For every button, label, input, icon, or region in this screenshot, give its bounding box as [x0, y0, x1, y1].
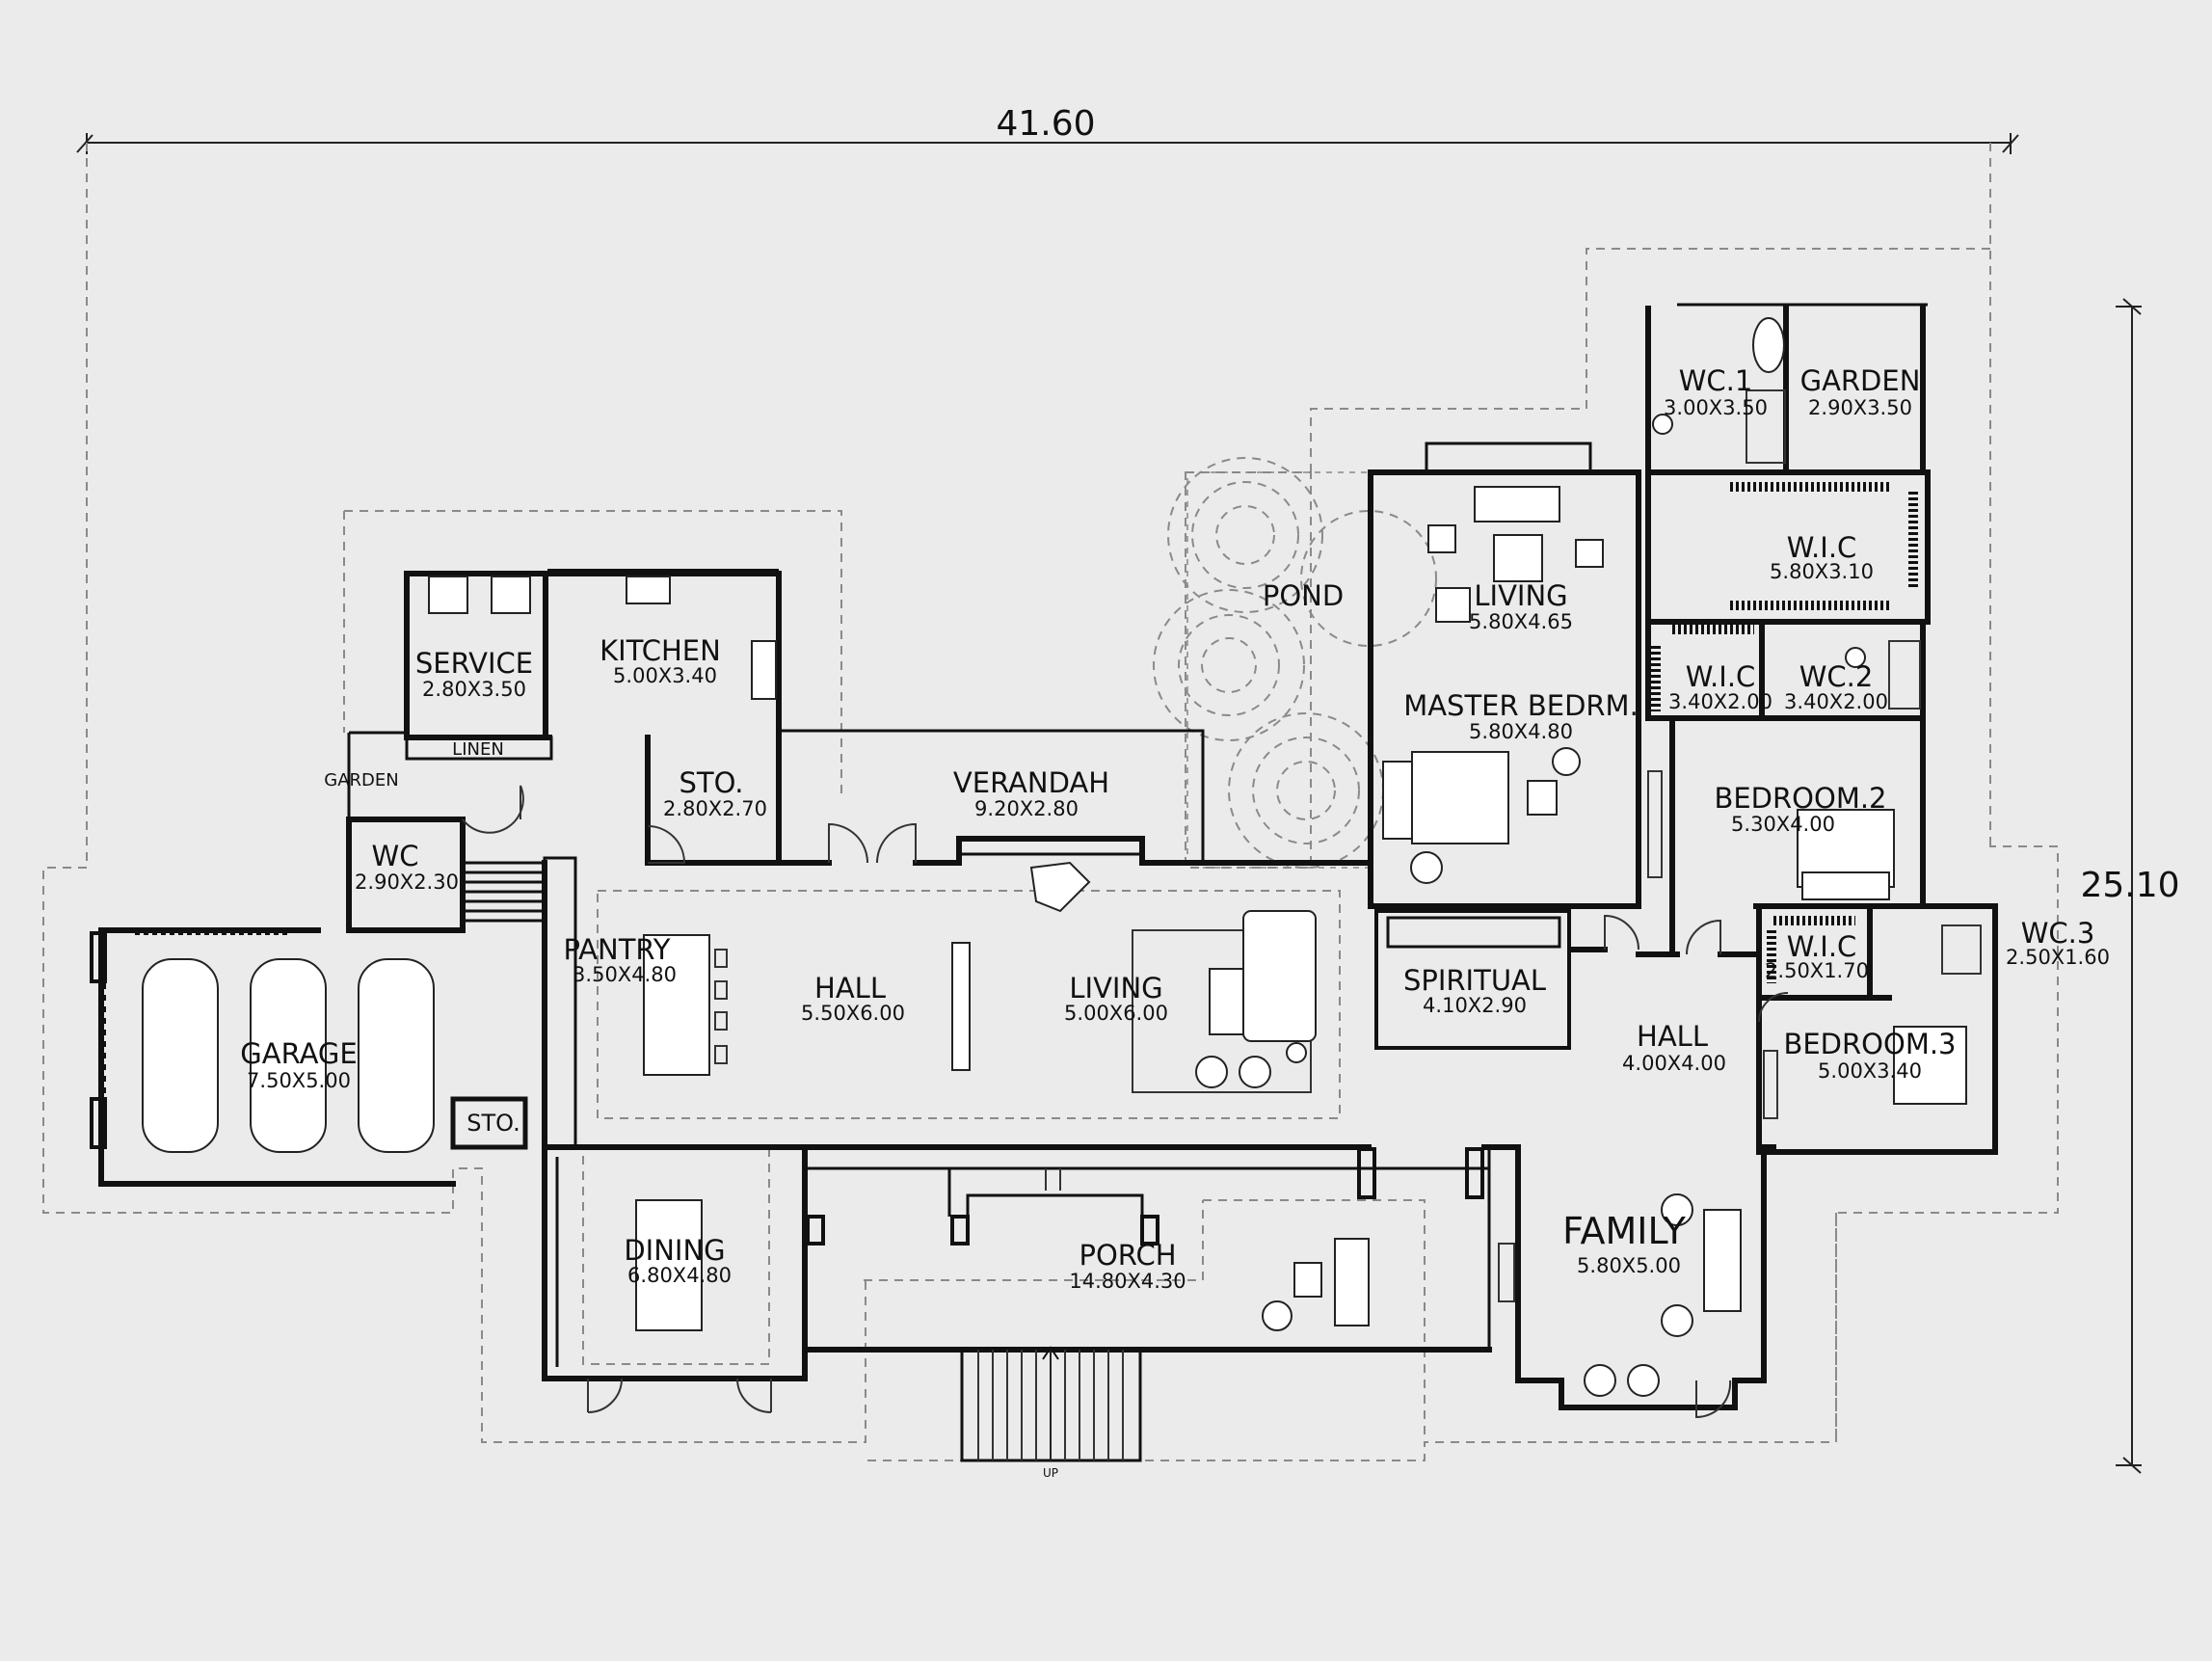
- service-name: SERVICE: [415, 647, 533, 680]
- hall1-name: HALL: [814, 972, 886, 1005]
- wc-name: WC: [372, 840, 419, 872]
- spiritual-name: SPIRITUAL: [1403, 964, 1546, 997]
- garden1-size: 2.90X3.50: [1808, 396, 1912, 419]
- wc2-name: WC.2: [1799, 660, 1874, 693]
- family-size: 5.80X5.00: [1577, 1254, 1681, 1277]
- dimension-width: 41.60: [76, 104, 2019, 154]
- bedroom3-size: 5.00X3.40: [1818, 1059, 1922, 1083]
- master-size: 5.80X4.80: [1469, 720, 1573, 743]
- wc1-name: WC.1: [1679, 364, 1753, 397]
- pantry-size: 3.50X4.80: [573, 963, 677, 986]
- dimension-width-label: 41.60: [996, 104, 1095, 144]
- wic1-name: W.I.C: [1787, 531, 1857, 564]
- wic1-size: 5.80X3.10: [1770, 560, 1874, 583]
- wc3-name: WC.3: [2021, 917, 2095, 950]
- sto1-name: STO.: [680, 766, 744, 799]
- living-master-size: 5.80X4.65: [1469, 610, 1573, 633]
- dimension-depth: 25.10: [2080, 298, 2180, 1474]
- garden2-name: GARDEN: [324, 770, 398, 790]
- front-steps: UP: [960, 1346, 1142, 1480]
- spiritual-size: 4.10X2.90: [1423, 994, 1527, 1017]
- bedroom2-size: 5.30X4.00: [1731, 813, 1835, 836]
- service-size: 2.80X3.50: [422, 678, 526, 701]
- dining-size: 6.80X4.80: [627, 1264, 732, 1287]
- hall1-size: 5.50X6.00: [801, 1002, 905, 1025]
- verandah-name: VERANDAH: [953, 766, 1109, 799]
- wc1-size: 3.00X3.50: [1664, 396, 1768, 419]
- wc-size: 2.90X2.30: [355, 871, 459, 894]
- walls: UP: [90, 303, 1998, 1480]
- wic2-name: W.I.C: [1686, 660, 1756, 693]
- sto1-size: 2.80X2.70: [663, 797, 767, 820]
- porch-size: 14.80X4.30: [1069, 1270, 1186, 1293]
- pond-label: POND: [1263, 579, 1344, 612]
- dining-name: DINING: [624, 1234, 725, 1267]
- family-name: FAMILY: [1562, 1210, 1686, 1252]
- pantry-name: PANTRY: [564, 933, 671, 966]
- living-size: 5.00X6.00: [1064, 1002, 1168, 1025]
- verandah-size: 9.20X2.80: [974, 797, 1079, 820]
- bedroom3-name: BEDROOM.3: [1783, 1028, 1956, 1060]
- hall2-size: 4.00X4.00: [1622, 1052, 1726, 1075]
- furniture: [142, 317, 1982, 1397]
- wic2-size: 3.40X2.00: [1668, 690, 1772, 713]
- room-labels: WC.1 3.00X3.50 GARDEN 2.90X3.50 W.I.C 5.…: [240, 364, 2110, 1293]
- wc3-size: 2.50X1.60: [2006, 946, 2110, 969]
- wic3-name: W.I.C: [1787, 930, 1857, 963]
- kitchen-name: KITCHEN: [600, 634, 721, 667]
- bedroom2-name: BEDROOM.2: [1714, 782, 1886, 815]
- wc2-size: 3.40X2.00: [1784, 690, 1888, 713]
- wic3-size: 2.50X1.70: [1765, 959, 1869, 982]
- porch-name: PORCH: [1079, 1239, 1176, 1272]
- living-master-name: LIVING: [1474, 579, 1567, 612]
- stair-up-label: UP: [1043, 1466, 1058, 1480]
- garage-name: GARAGE: [240, 1037, 357, 1070]
- service-stairs: [463, 861, 545, 923]
- sto2-name: STO.: [466, 1110, 520, 1137]
- doors: [462, 785, 1789, 1419]
- dimension-depth-label: 25.10: [2080, 866, 2179, 905]
- master-name: MASTER BEDRM.: [1403, 689, 1639, 722]
- living-name: LIVING: [1069, 972, 1162, 1005]
- garden1-name: GARDEN: [1800, 364, 1921, 397]
- linen-name: LINEN: [452, 739, 504, 760]
- hall2-name: HALL: [1637, 1020, 1708, 1053]
- kitchen-size: 5.00X3.40: [613, 664, 717, 687]
- garage-size: 7.50X5.00: [247, 1069, 351, 1092]
